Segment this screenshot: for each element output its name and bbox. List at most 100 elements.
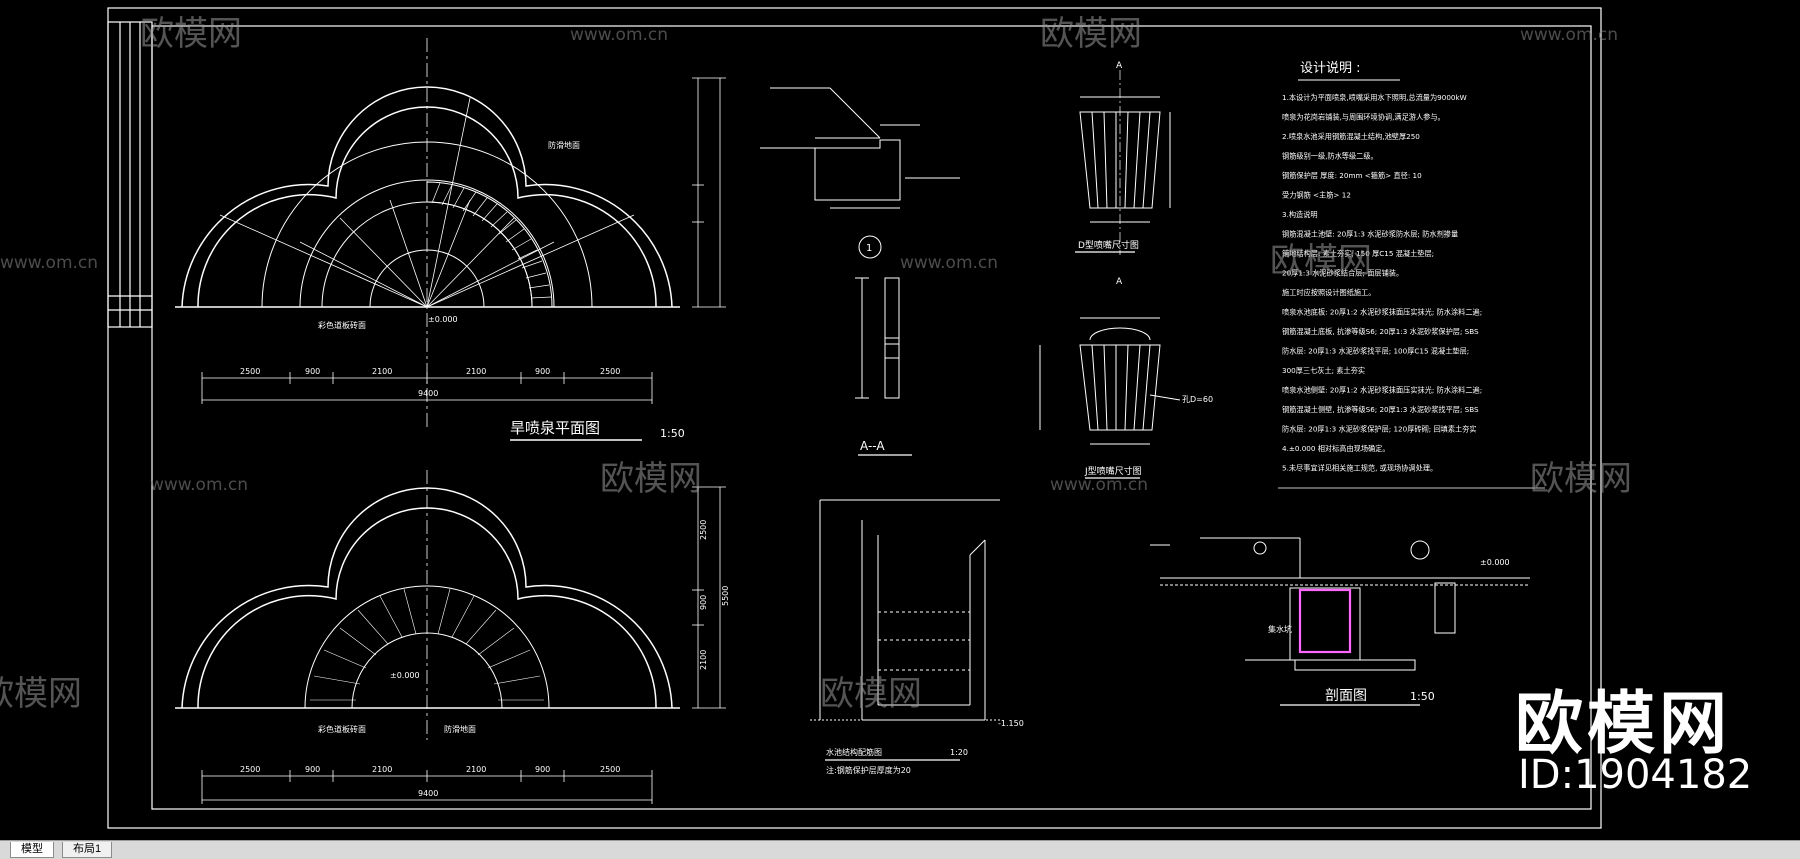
notes-body: 1.本设计为平面喷泉,喷嘴采用水下照明,总流量为9000kW 喷泉为花岗岩铺装,… bbox=[1282, 93, 1482, 473]
notes-line: 喷泉水池侧壁: 20厚1:2 水泥砂浆抹面压实抹光; 防水涂料二遍; bbox=[1282, 386, 1482, 395]
dim-text: 900 bbox=[699, 595, 708, 610]
aa-section-title: A--A bbox=[860, 439, 885, 453]
elevation-label: -1.150 bbox=[998, 719, 1024, 728]
tab-model[interactable]: 模型 bbox=[10, 842, 54, 858]
watermark-layer: 欧模网欧模网欧模网欧模网欧模网欧模网欧模网www.om.cnwww.om.cnw… bbox=[0, 14, 1632, 714]
watermark-url: www.om.cn bbox=[0, 253, 98, 273]
watermark-url: www.om.cn bbox=[1520, 25, 1618, 45]
dim-text: 2500 bbox=[240, 765, 260, 774]
pool-scale: 1:20 bbox=[950, 748, 968, 757]
cad-drawing-canvas[interactable]: 2500 900 2100 2100 900 2500 9400 彩色道板砖面 … bbox=[0, 0, 1800, 840]
dimensions-top bbox=[201, 77, 726, 441]
notes-line: 施工时应按照设计图纸施工。 bbox=[1282, 288, 1375, 297]
layout-tab-bar: 模型 布局1 bbox=[0, 840, 1800, 859]
brand-logo: 欧模网 bbox=[1515, 685, 1732, 764]
dim-text: 900 bbox=[535, 765, 550, 774]
notes-title: 设计说明 : bbox=[1300, 61, 1361, 76]
fountain-plan-bottom bbox=[175, 470, 680, 740]
section-mark: 1 bbox=[866, 243, 872, 254]
dim-text-top: 2500 900 2100 2100 900 2500 9400 彩色道板砖面 … bbox=[240, 140, 620, 398]
notes-line: 钢筋混凝土底板, 抗渗等级S6; 20厚1:3 水泥砂浆保护层; SBS bbox=[1282, 327, 1479, 336]
notes-line: 受力钢筋 <主筋> 12 bbox=[1282, 191, 1351, 200]
hatch-band-bottom bbox=[310, 588, 544, 701]
plan-label: 防滑地面 bbox=[548, 140, 580, 150]
dim-text-bottom: 2500 900 2100 2100 900 2500 9400 2500 90… bbox=[240, 520, 730, 798]
notes-line: 铺地结构层: 素土夯实; 150 厚C15 混凝土垫层; bbox=[1282, 249, 1434, 258]
brand-id: ID:1904182 bbox=[1518, 752, 1753, 798]
section-mark: A bbox=[1116, 277, 1123, 287]
pool-lining-highlight bbox=[1298, 588, 1352, 654]
notes-line: 5.未尽事宜详见相关施工规范, 或现场协调处理。 bbox=[1282, 464, 1437, 473]
dim-text: 2100 bbox=[466, 367, 486, 376]
elevation-label: ±0.000 bbox=[428, 315, 458, 324]
jet-d-drawing bbox=[1075, 70, 1171, 255]
watermark-logo: 欧模网 bbox=[1270, 241, 1372, 281]
notes-line: 喷泉为花岗岩铺装,与周围环境协调,满足游人参与。 bbox=[1282, 113, 1445, 122]
watermark-logo: 欧模网 bbox=[140, 14, 242, 54]
notes-line: 钢筋混凝土侧壁, 抗渗等级S6; 20厚1:3 水泥砂浆找平层; SBS bbox=[1282, 405, 1479, 414]
watermark-url: www.om.cn bbox=[900, 253, 998, 273]
watermark-logo: 欧模网 bbox=[820, 674, 922, 714]
dim-text: 2100 bbox=[372, 367, 392, 376]
dim-text: 2500 bbox=[600, 367, 620, 376]
outer-frame bbox=[107, 7, 1602, 829]
pool-note: 注:钢筋保护层厚度为20 bbox=[826, 765, 911, 775]
plan-label: 彩色道板砖面 bbox=[318, 724, 366, 734]
watermark-logo: 欧模网 bbox=[600, 459, 702, 499]
section-mark: A bbox=[1116, 61, 1123, 71]
notes-line: 3.构造说明 bbox=[1282, 210, 1318, 219]
detail-section-top bbox=[760, 87, 960, 259]
notes-line: 防水层: 20厚1:3 水泥砂浆保护层; 120厚砖砌; 回填素土夯实 bbox=[1282, 425, 1477, 434]
jet-j-drawing bbox=[1039, 317, 1181, 479]
watermark-url: www.om.cn bbox=[1050, 475, 1148, 495]
notes-line: 20厚1:3 水泥砂浆结合层; 面层铺装。 bbox=[1282, 269, 1403, 278]
watermark-logo: 欧模网 bbox=[0, 674, 82, 714]
notes-line: 钢筋混凝土池壁: 20厚1:3 水泥砂浆防水层; 防水剂掺量 bbox=[1282, 230, 1458, 239]
elevation-label: ±0.000 bbox=[390, 671, 420, 680]
dim-text: 2500 bbox=[699, 520, 708, 540]
section-scale: 1:50 bbox=[1410, 690, 1435, 703]
plan-title: 旱喷泉平面图 bbox=[510, 419, 600, 437]
jet-j-title: J型喷嘴尺寸图 bbox=[1084, 465, 1142, 477]
dim-text: 9400 bbox=[418, 389, 438, 398]
section-1-1 bbox=[1150, 537, 1530, 706]
section-title: 剖面图 bbox=[1325, 688, 1367, 704]
dimensions-bottom bbox=[201, 486, 726, 804]
hole-label: 孔D=60 bbox=[1182, 395, 1213, 404]
aa-section bbox=[855, 277, 912, 456]
notes-line: 钢筋级别一级,防水等级二级。 bbox=[1282, 152, 1378, 161]
drain-label: 集水坑 bbox=[1268, 624, 1292, 634]
drawing-svg: 2500 900 2100 2100 900 2500 9400 彩色道板砖面 … bbox=[0, 7, 1632, 829]
dim-text: 2500 bbox=[600, 765, 620, 774]
plan-label: 防滑地面 bbox=[444, 724, 476, 734]
dim-text: 9400 bbox=[418, 789, 438, 798]
dim-text: 900 bbox=[535, 367, 550, 376]
notes-line: 喷泉水池底板: 20厚1:2 水泥砂浆抹面压实抹光; 防水涂料二遍; bbox=[1282, 308, 1482, 317]
hatch-band-top bbox=[426, 181, 553, 308]
dim-text: 900 bbox=[305, 765, 320, 774]
notes-line: 4.±0.000 相对标高由现场确定。 bbox=[1282, 444, 1390, 453]
watermark-logo: 欧模网 bbox=[1040, 14, 1142, 54]
notes-line: 2.喷泉水池采用钢筋混凝土结构,池壁厚250 bbox=[1282, 132, 1420, 141]
dim-text: 2100 bbox=[466, 765, 486, 774]
dim-text: 5500 bbox=[721, 586, 730, 606]
notes-line: 1.本设计为平面喷泉,喷嘴采用水下照明,总流量为9000kW bbox=[1282, 93, 1467, 102]
watermark-url: www.om.cn bbox=[570, 25, 668, 45]
jet-d-title: D型喷嘴尺寸图 bbox=[1078, 239, 1139, 251]
inner-frame bbox=[151, 25, 1592, 810]
watermark-logo: 欧模网 bbox=[1530, 459, 1632, 499]
notes-line: 300厚三七灰土; 素土夯实 bbox=[1282, 366, 1365, 375]
notes-line: 防水层: 20厚1:3 水泥砂浆找平层; 100厚C15 混凝土垫层; bbox=[1282, 347, 1469, 356]
notes-line: 钢筋保护层 厚度: 20mm <箍筋> 直径: 10 bbox=[1282, 171, 1422, 180]
dim-text: 2500 bbox=[240, 367, 260, 376]
plan-scale: 1:50 bbox=[660, 427, 685, 440]
plan-label: 彩色道板砖面 bbox=[318, 320, 366, 330]
pool-structure bbox=[810, 499, 1000, 761]
watermark-url: www.om.cn bbox=[150, 475, 248, 495]
dim-text: 2100 bbox=[699, 650, 708, 670]
tab-layout1[interactable]: 布局1 bbox=[62, 842, 113, 858]
dim-text: 2100 bbox=[372, 765, 392, 774]
elevation-label: ±0.000 bbox=[1480, 558, 1510, 567]
pool-title: 水池结构配筋图 bbox=[826, 747, 882, 757]
dim-text: 900 bbox=[305, 367, 320, 376]
